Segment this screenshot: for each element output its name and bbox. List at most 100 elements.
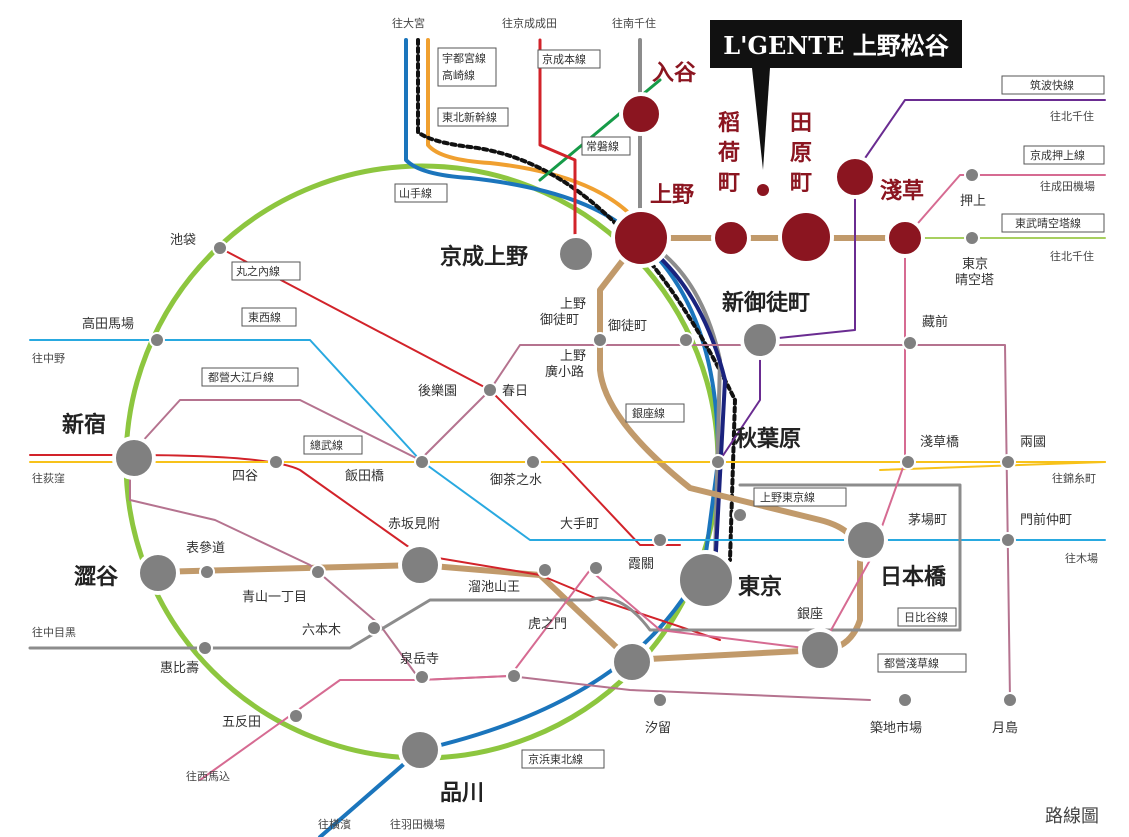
yamanote-line-label: 山手線 [399, 186, 432, 200]
asakusabashi-station-dot[interactable] [900, 454, 916, 470]
gotanda-station-dot[interactable] [288, 708, 304, 724]
sengakuji-label: 泉岳寺 [400, 651, 439, 667]
toranomon-label: 虎之門 [528, 617, 567, 632]
shibuya-station[interactable] [136, 551, 180, 595]
toranomon-station-dot[interactable] [506, 668, 522, 684]
ryogoku-station-dot[interactable] [1000, 454, 1016, 470]
akasaka-mitsuke-station[interactable] [398, 543, 442, 587]
tokyo-station[interactable] [676, 550, 736, 610]
tawaramachi-station[interactable] [778, 209, 834, 265]
asakusa-station[interactable] [885, 218, 925, 258]
dir-yokohama: 往橫濱 [318, 817, 351, 831]
ebisu-station-dot[interactable] [197, 640, 213, 656]
line-label-boxes: 宇都宮線 高崎線 京成本線 東北新幹線 常磐線 山手線 筑波快線 京成押上線 東… [201, 47, 1105, 769]
kayabacho-label: 茅場町 [908, 513, 947, 528]
dir-minami-senju: 往南千住 [612, 16, 656, 30]
dir-kita-senju-1: 往北千住 [1050, 109, 1094, 123]
shin-okachimachi-label: 新御徒町 [722, 290, 810, 316]
dir-ogikubo: 往荻窪 [32, 471, 65, 485]
property-callout-box [710, 20, 962, 68]
dir-nishimagome: 往西馬込 [186, 769, 230, 783]
tokyo-ueno-line-label: 上野東京線 [760, 490, 815, 504]
ueno-hirokoji-station-dot[interactable] [592, 332, 608, 348]
marunouchi-line-label: 丸之內線 [236, 264, 280, 278]
ikebukuro-station-dot[interactable] [212, 240, 228, 256]
dir-omiya: 往大宮 [392, 16, 425, 30]
keihin-upper-line [404, 38, 630, 232]
shiodome-station-dot[interactable] [652, 692, 668, 708]
kasuga-station-dot[interactable] [482, 382, 498, 398]
tsukiji-label: 築地市場 [870, 720, 922, 736]
keisei-ueno-label: 京成上野 [440, 244, 528, 270]
monzen-station-dot[interactable] [1000, 532, 1016, 548]
tsukuba-line [849, 99, 1106, 181]
asakusabashi-label: 淺草橋 [920, 435, 959, 450]
iidabashi-station-dot[interactable] [414, 454, 430, 470]
oshiage-line-label: 京成押上線 [1030, 148, 1085, 162]
property-location-dot [757, 184, 769, 196]
tokyo-ueno-junction-dot[interactable] [732, 507, 748, 523]
dir-keisei-airport: 往成田機場 [1040, 179, 1095, 193]
akihabara-label: 秋葉原 [735, 426, 801, 452]
oshiage-station-dot[interactable] [964, 167, 980, 183]
dir-nakameguro: 往中目黑 [32, 625, 76, 639]
otemachi-station-dot[interactable] [652, 532, 668, 548]
asakusa-line [199, 237, 906, 781]
shinagawa-station[interactable] [398, 728, 442, 772]
monzen-label: 門前仲町 [1020, 512, 1072, 528]
iidabashi-label: 飯田橋 [345, 469, 384, 484]
ueno-station[interactable] [611, 208, 671, 268]
sobu-line-label: 總武線 [310, 438, 343, 452]
footer-label: 路線圖 [1045, 806, 1099, 827]
roppongi-label: 六本木 [302, 623, 341, 638]
omotesando-station-dot[interactable] [199, 564, 215, 580]
otemachi-label: 大手町 [560, 517, 599, 532]
tameike-station-dot[interactable] [537, 562, 553, 578]
takadanobaba-station-dot[interactable] [149, 332, 165, 348]
ochanomizu-station-dot[interactable] [525, 454, 541, 470]
roppongi-station-dot[interactable] [366, 620, 382, 636]
aoyama-station-dot[interactable] [310, 564, 326, 580]
gotanda-label: 五反田 [222, 715, 261, 730]
okachimachi-station-dot[interactable] [678, 332, 694, 348]
kasumigaseki-station-dot[interactable] [588, 560, 604, 576]
ueno-hirokoji-label: 上野廣小路 [545, 349, 586, 380]
sengakuji-station-dot[interactable] [414, 669, 430, 685]
kuramae-label: 藏前 [922, 314, 948, 330]
kasumigaseki-label: 霞關 [628, 557, 654, 572]
oedo-east-line [719, 344, 761, 461]
tozai-line-label: 東西線 [248, 310, 281, 324]
shinjuku-station[interactable] [112, 436, 156, 480]
korakuen-label: 後樂園 [418, 383, 457, 399]
tsukiji-station-dot[interactable] [897, 692, 913, 708]
nihonbashi-label: 日本橋 [880, 564, 947, 590]
asakusa-line-label: 都營淺草線 [884, 656, 939, 670]
utsunomiya-line-label: 宇都宮線 [442, 51, 486, 65]
shimbashi-station[interactable] [610, 640, 654, 684]
kasuga-label: 春日 [502, 384, 528, 399]
skytree-station-dot[interactable] [964, 230, 980, 246]
shin-okachimachi-station[interactable] [740, 320, 780, 360]
asakusa-branch-station[interactable] [833, 155, 877, 199]
dir-nakano: 往中野 [32, 351, 65, 365]
property-name: L'GENTE 上野松谷 [723, 31, 949, 60]
keisei-main-line-label: 京成本線 [542, 52, 586, 66]
ginza-station[interactable] [798, 628, 842, 672]
property-callout-pointer [752, 68, 770, 170]
skytree-station-label: 東京晴空塔 [955, 256, 994, 288]
kuramae-station-dot[interactable] [902, 335, 918, 351]
kayabacho-station[interactable] [844, 518, 888, 562]
joban-line-label: 常磐線 [586, 139, 619, 153]
shibuya-label: 澀谷 [74, 564, 119, 590]
yotsuya-station-dot[interactable] [268, 454, 284, 470]
tohoku-line-label: 東北新幹線 [442, 110, 497, 124]
tsukishima-station-dot[interactable] [1002, 692, 1018, 708]
inaricho-label: 稻荷町 [718, 110, 740, 196]
inaricho-station[interactable] [711, 218, 751, 258]
takadanobaba-label: 高田馬場 [82, 316, 134, 332]
akihabara-station-dot[interactable] [710, 454, 726, 470]
iriya-station[interactable] [619, 92, 663, 136]
keisei-ueno-station[interactable] [556, 234, 596, 274]
utsunomiya-line [426, 38, 642, 227]
omotesando-label: 表參道 [186, 541, 225, 556]
